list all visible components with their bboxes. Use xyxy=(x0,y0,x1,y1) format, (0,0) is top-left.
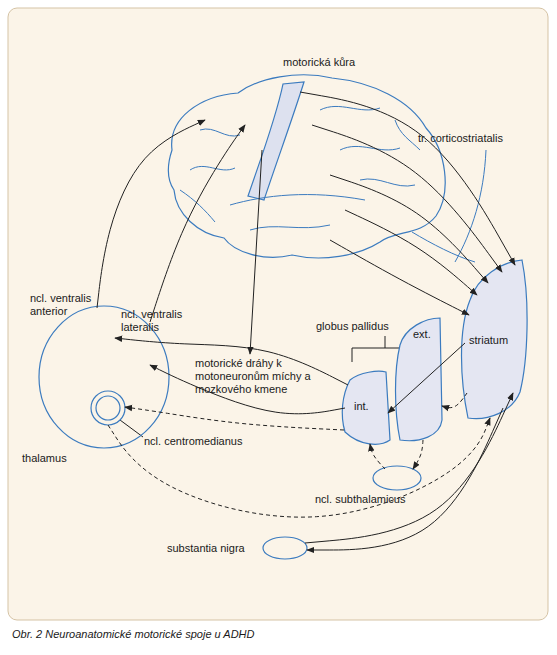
outline-part xyxy=(395,120,420,150)
outline-part xyxy=(169,75,446,258)
thalamus-ellipse: ncl. ventralis anteriorncl. ventralis la… xyxy=(39,306,169,448)
connector-arrow xyxy=(300,92,515,265)
brain-region: motorická kůra xyxy=(160,52,455,267)
outline-part xyxy=(340,146,400,150)
connector-arrow xyxy=(442,393,467,408)
node-label: motorická kůra xyxy=(283,56,355,69)
connector-arrow xyxy=(150,125,245,322)
node-label: ncl. subthalamicus xyxy=(315,493,406,506)
panel xyxy=(8,8,548,620)
outline-part xyxy=(230,195,365,205)
connector-arrow xyxy=(125,407,344,430)
node-label: ncl. centromedianus xyxy=(144,435,242,448)
outline-part xyxy=(96,396,120,420)
outline-part xyxy=(248,82,304,200)
annotation-label: globus pallidus xyxy=(316,320,389,333)
nucleus-ellipse: substantia nigra xyxy=(263,537,307,559)
connector-arrow xyxy=(108,418,490,517)
connector-arrow xyxy=(388,343,465,413)
outline-part xyxy=(342,371,390,444)
leader-line xyxy=(120,420,143,437)
annotation-label: motorické dráhy k motoneuronům míchy a m… xyxy=(195,357,325,396)
connector-arrow xyxy=(307,408,503,550)
node-outline xyxy=(160,52,455,267)
node-outline xyxy=(91,391,125,425)
connector-arrow xyxy=(330,175,488,283)
node-label: int. xyxy=(354,400,369,413)
annotation-label: tr. corticostriatalis xyxy=(418,132,503,145)
connector-arrow xyxy=(97,120,205,308)
connector-arrow xyxy=(413,440,423,469)
striatum-shape: striatum xyxy=(455,258,530,423)
pallidus-segment: ext. xyxy=(393,316,445,444)
outline-part xyxy=(91,391,125,425)
nucleus-ellipse: ncl. subthalamicus xyxy=(373,466,421,490)
node-label: ncl. ventralis anterior xyxy=(30,292,100,318)
node-label: thalamus xyxy=(22,452,67,465)
tract-line xyxy=(455,150,486,262)
tract-line xyxy=(412,232,475,262)
outline-part xyxy=(200,129,240,136)
outline-part xyxy=(320,106,380,110)
node-label: ext. xyxy=(413,328,431,341)
outline-part xyxy=(462,260,528,419)
outline-part xyxy=(250,225,330,230)
outline-part xyxy=(263,537,307,559)
connector-arrow xyxy=(330,240,469,315)
node-label: substantia nigra xyxy=(167,542,245,555)
connector-arrow xyxy=(345,210,477,295)
connector-arrow xyxy=(305,393,513,543)
pallidus-segment: int. xyxy=(340,368,392,448)
connector-arrow xyxy=(312,125,502,272)
node-outline xyxy=(263,537,307,559)
outline-part xyxy=(180,190,215,222)
node-outline xyxy=(373,466,421,490)
outline-part xyxy=(373,466,421,490)
node-label: striatum xyxy=(469,334,508,347)
nucleus-circle: ncl. centromedianus xyxy=(91,391,125,425)
outline-part xyxy=(190,166,235,170)
node-label: ncl. ventralis lateralis xyxy=(121,308,185,334)
figure-caption: Obr. 2 Neuroanatomické motorické spoje u… xyxy=(12,628,255,640)
connector-arrow xyxy=(370,444,385,469)
outline-part xyxy=(396,318,443,441)
pathway-arrow xyxy=(250,150,262,354)
outline-part xyxy=(360,179,415,186)
